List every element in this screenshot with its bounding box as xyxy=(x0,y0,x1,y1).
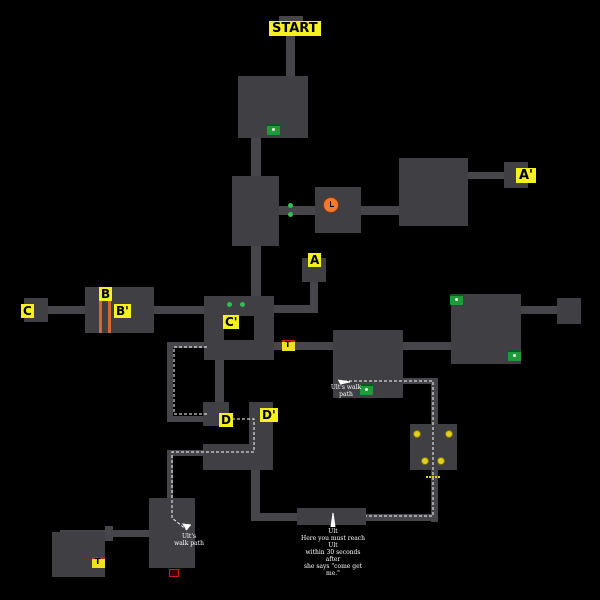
chest-middle xyxy=(360,384,373,395)
red-door-icon xyxy=(169,569,179,577)
switch-dot-1 xyxy=(413,430,421,438)
ladder-left xyxy=(99,298,102,333)
corridor-west-loop-v xyxy=(167,342,173,422)
corridor-a-down xyxy=(310,282,318,312)
walk-path-note-southwest: Ult's walk path xyxy=(174,533,204,547)
chest-east-lower xyxy=(508,350,521,361)
gate-dot-1 xyxy=(288,203,293,208)
room-ult xyxy=(297,508,366,525)
sw-arrow xyxy=(181,523,192,531)
room-upper-center xyxy=(232,176,279,246)
yellow-chest-southwest xyxy=(92,557,105,568)
label-start: START xyxy=(269,21,321,36)
corridor-to-clock-room xyxy=(279,206,315,215)
corridor-west-loop-b xyxy=(167,416,207,422)
room-hub-bottom xyxy=(204,340,274,360)
east-arrow xyxy=(337,379,351,385)
corridor-east-loop-v xyxy=(431,378,438,424)
room-upper-east xyxy=(399,158,468,226)
corridor-to-a-prime-room xyxy=(361,206,399,215)
corridor-d-prime-down xyxy=(251,470,260,520)
clock-icon xyxy=(323,197,339,213)
room-far-east-nub xyxy=(557,298,581,324)
ult-note-line2: within 30 seconds after xyxy=(305,549,361,563)
corridor-sw-nub xyxy=(105,526,113,541)
ult-note: Ult Here you must reach Ult within 30 se… xyxy=(298,528,368,577)
ult-note-line1: Here you must reach Ult xyxy=(300,535,366,549)
corridor-hub-east xyxy=(270,342,334,350)
switch-dot-3 xyxy=(421,457,429,465)
corridor-sw-loop-v xyxy=(167,450,173,500)
room-clock xyxy=(315,187,361,233)
corridor-down-center xyxy=(251,246,261,296)
ult-arrow xyxy=(330,512,336,528)
corridor-c-west xyxy=(48,306,86,314)
room-southwest-center xyxy=(149,498,195,568)
ult-note-line3: she says "come get me." xyxy=(303,563,363,577)
corridor-far-east xyxy=(520,306,558,314)
corridor-start xyxy=(286,34,295,78)
d-walk-path xyxy=(171,418,255,531)
corridor-top-room-down xyxy=(251,138,261,176)
corridor-b-room-east xyxy=(154,306,204,314)
room-southwest xyxy=(52,532,105,577)
chest-east-upper xyxy=(450,294,463,305)
ladder-right xyxy=(108,298,111,333)
corridor-a-prime xyxy=(468,172,504,179)
yellow-chest-hub xyxy=(282,340,295,351)
chest-top-room xyxy=(267,124,280,135)
switch-dot-4 xyxy=(437,457,445,465)
corridor-hub-down xyxy=(215,360,224,402)
corridor-sw-loop xyxy=(167,450,207,456)
east-walk-path xyxy=(344,380,434,517)
corridor-a-connect xyxy=(266,305,318,313)
corridor-ult-room xyxy=(366,514,438,521)
gate-dot-4 xyxy=(240,302,245,307)
gate-dot-2 xyxy=(288,212,293,217)
label-d: D xyxy=(219,413,233,427)
walk-path-note-east: Ult's walk path xyxy=(330,384,362,398)
label-a-prime: A' xyxy=(516,168,537,183)
corridor-start-cap xyxy=(279,16,303,23)
corridor-east-loop-down xyxy=(431,470,438,522)
gate-dot-3 xyxy=(227,302,232,307)
label-c: C xyxy=(21,304,34,318)
west-walk-path xyxy=(173,346,207,415)
corridor-mid-east xyxy=(402,342,454,350)
switch-dot-2 xyxy=(445,430,453,438)
ult-note-title: Ult xyxy=(328,528,338,535)
label-c-prime: C' xyxy=(223,315,240,329)
label-b-prime: B' xyxy=(114,304,131,318)
corridor-west-loop xyxy=(167,342,205,348)
label-a: A xyxy=(308,253,322,267)
label-d-prime: D' xyxy=(260,408,278,422)
corridor-d-prime-ult xyxy=(251,513,299,521)
label-b: B xyxy=(99,287,113,301)
